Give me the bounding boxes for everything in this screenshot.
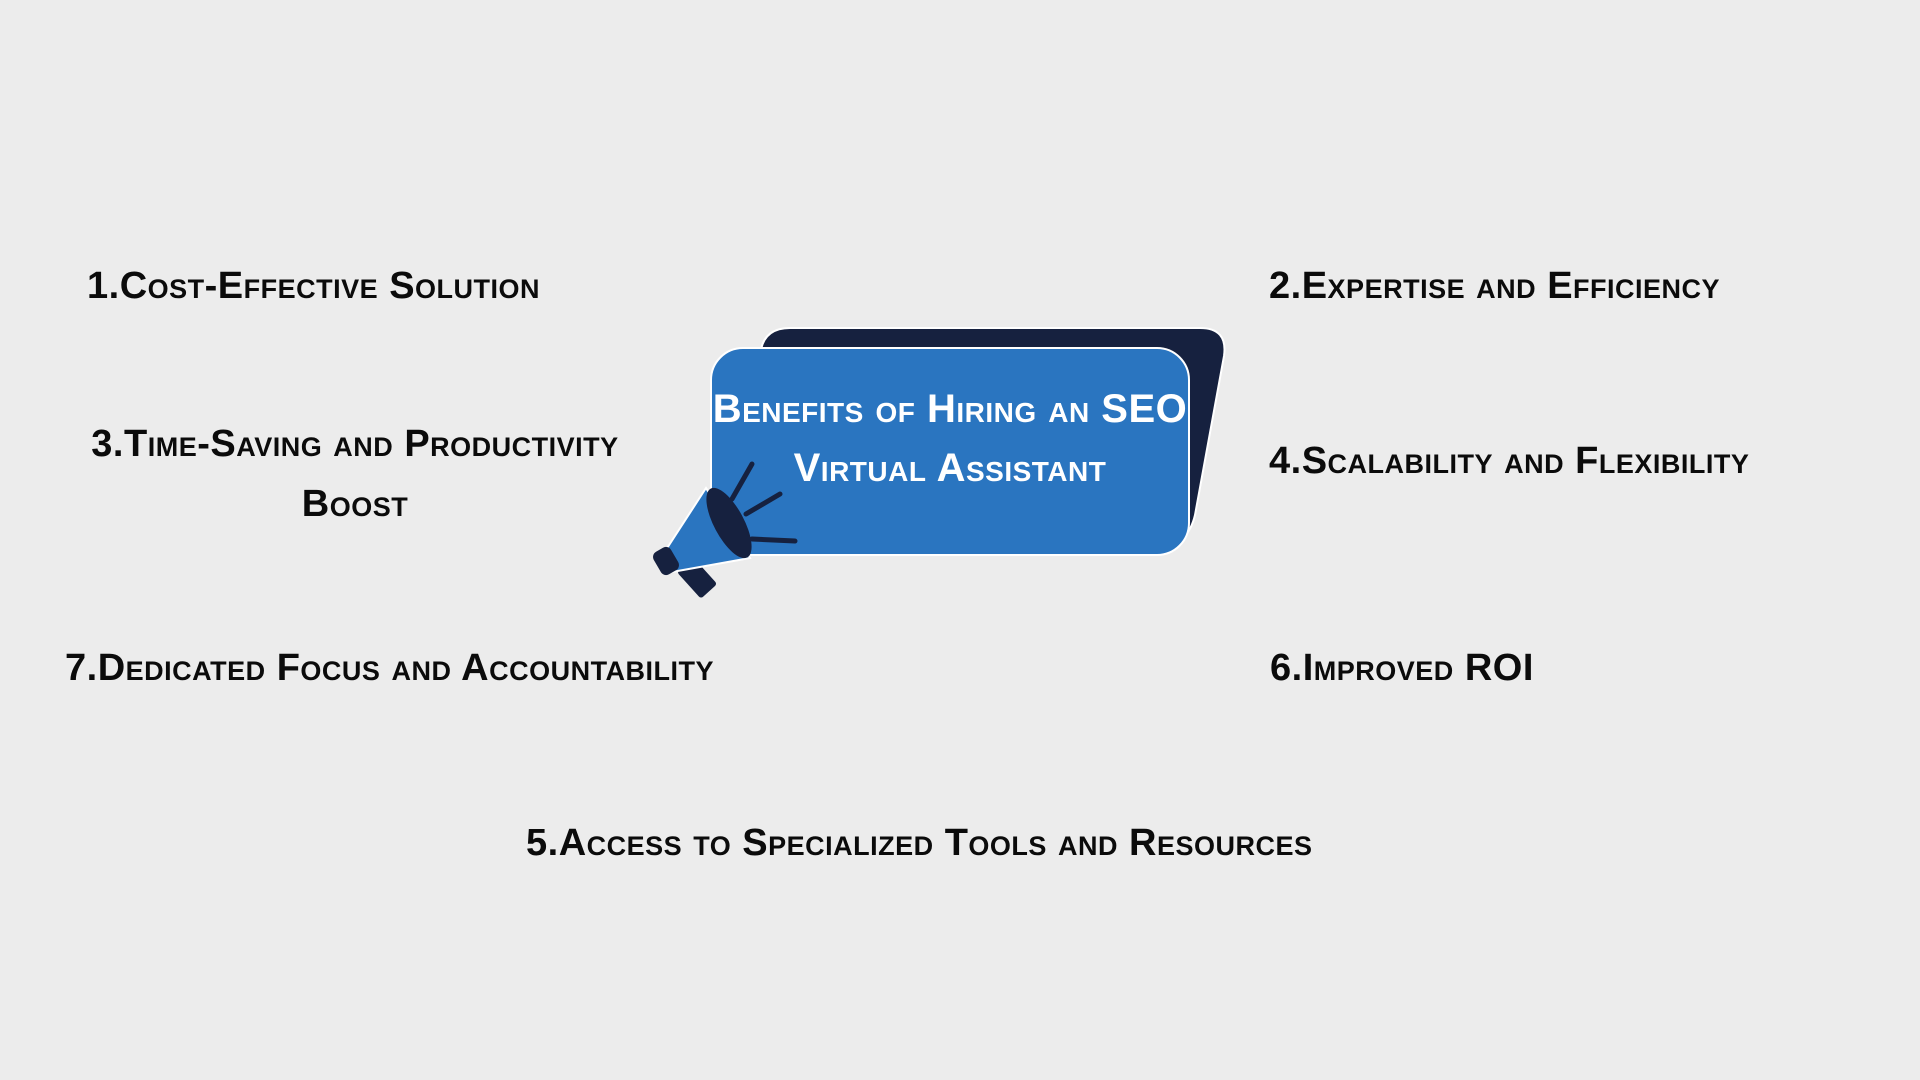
benefit-3: 3.Time-Saving and Productivity Boost — [60, 414, 650, 534]
benefit-number: 5. — [526, 822, 559, 864]
callout-title: Benefits of Hiring an SEO Virtual Assist… — [711, 380, 1189, 498]
bubble-main — [710, 347, 1190, 556]
benefit-label: Expertise and Efficiency — [1301, 265, 1721, 307]
benefit-label-line1: Time-Saving and Productivity — [124, 423, 619, 465]
benefit-label: Scalability and Flexibility — [1301, 440, 1750, 482]
megaphone-icon — [653, 461, 798, 598]
benefit-1: 1.Cost-Effective Solution — [87, 256, 540, 316]
benefit-number: 1. — [87, 265, 120, 307]
benefit-number: 4. — [1269, 440, 1302, 482]
callout-title-line1: Benefits of Hiring an SEO — [712, 387, 1188, 431]
benefit-label: Dedicated Focus and Accountability — [97, 647, 715, 689]
benefit-label: Cost-Effective Solution — [119, 265, 541, 307]
callout-title-line2: Virtual Assistant — [793, 446, 1107, 490]
benefit-7: 7.Dedicated Focus and Accountability — [65, 638, 714, 698]
benefit-label: Improved ROI — [1302, 647, 1534, 689]
benefit-2: 2.Expertise and Efficiency — [1269, 256, 1720, 316]
benefit-label: Access to Specialized Tools and Resource… — [558, 822, 1313, 864]
benefit-number: 3. — [91, 423, 124, 465]
benefit-number: 7. — [65, 647, 98, 689]
benefit-number: 6. — [1270, 647, 1303, 689]
benefit-number: 2. — [1269, 265, 1302, 307]
benefit-label-line2: Boost — [301, 483, 409, 525]
benefit-5: 5.Access to Specialized Tools and Resour… — [526, 813, 1313, 873]
benefit-6: 6.Improved ROI — [1270, 638, 1534, 698]
benefit-4: 4.Scalability and Flexibility — [1269, 431, 1749, 491]
